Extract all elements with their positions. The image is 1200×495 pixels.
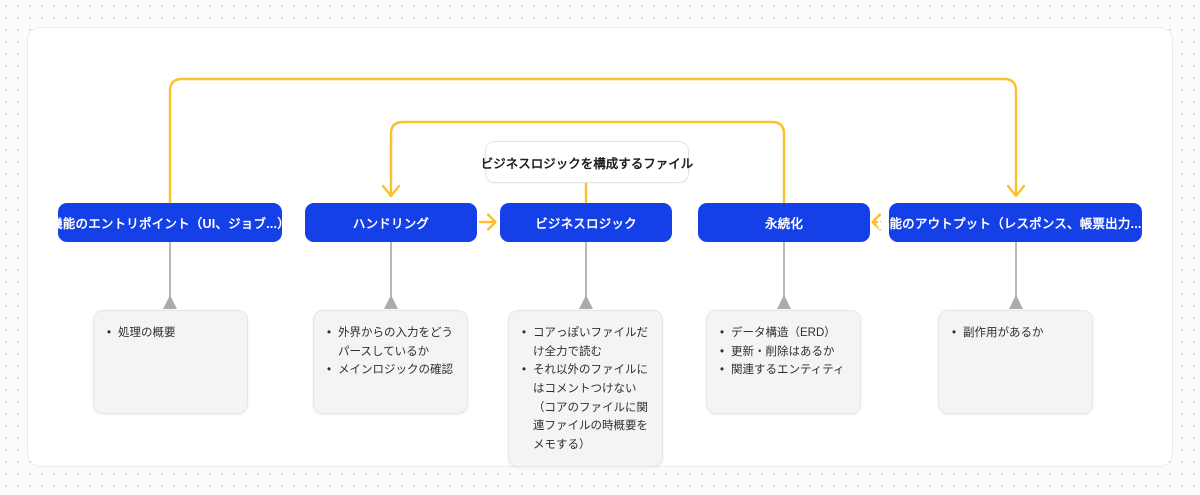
note-item: コアっぽいファイルだけ全力で読む <box>521 324 653 361</box>
note-handling[interactable]: 外界からの入力をどうパースしているか メインロジックの確認 <box>313 310 468 414</box>
note-persistence[interactable]: データ構造（ERD） 更新・削除はあるか 関連するエンティティ <box>706 310 861 414</box>
annotation-label: ビジネスロジックを構成するファイル <box>480 156 694 171</box>
node-entry-point[interactable]: 機能のエントリポイント（UI、ジョブ...） <box>50 203 290 242</box>
note-item: 更新・削除はあるか <box>719 343 851 362</box>
annotation-business-logic-files[interactable]: ビジネスロジックを構成するファイル <box>481 141 693 183</box>
note-output[interactable]: 副作用があるか <box>938 310 1093 414</box>
node-business-logic-label: ビジネスロジック <box>535 217 637 231</box>
node-handling-label: ハンドリング <box>352 217 430 231</box>
note-business-logic[interactable]: コアっぽいファイルだけ全力で読む それ以外のファイルにはコメントつけない（コアの… <box>508 310 663 468</box>
node-output-label: 機能のアウトプット（レスポンス、帳票出力...） <box>876 217 1155 231</box>
note-item: 処理の概要 <box>106 324 238 343</box>
node-entry-point-label: 機能のエントリポイント（UI、ジョブ...） <box>50 217 290 231</box>
note-item: 外界からの入力をどうパースしているか <box>326 324 458 361</box>
node-business-logic[interactable]: ビジネスロジック <box>500 203 672 242</box>
node-handling[interactable]: ハンドリング <box>305 203 477 242</box>
note-item: 副作用があるか <box>951 324 1083 343</box>
note-item: メインロジックの確認 <box>326 361 458 380</box>
note-item: 関連するエンティティ <box>719 361 851 380</box>
note-entry-point[interactable]: 処理の概要 <box>93 310 248 414</box>
note-item: データ構造（ERD） <box>719 324 851 343</box>
node-output[interactable]: 機能のアウトプット（レスポンス、帳票出力...） <box>877 203 1154 242</box>
node-persistence-label: 永続化 <box>764 217 804 231</box>
node-persistence[interactable]: 永続化 <box>698 203 870 242</box>
note-item: それ以外のファイルにはコメントつけない（コアのファイルに関連ファイルの時概要をメ… <box>521 361 653 454</box>
